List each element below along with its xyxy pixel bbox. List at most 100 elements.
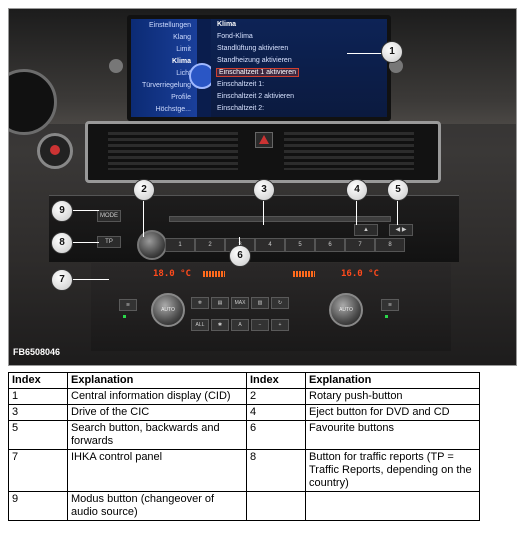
display-menu: Einstellungen Klang Limit Klima Licht Tü…	[131, 19, 197, 117]
explanation-cell: IHKA control panel	[67, 449, 247, 492]
table-header-row: Index Explanation Index Explanation	[8, 372, 480, 389]
pane-row: Einschaltzeit 2 aktivieren	[217, 93, 295, 100]
search-button-icon: ◀ ▶	[389, 224, 413, 236]
callout-2: 2	[133, 179, 155, 201]
legend-table: Index Explanation Index Explanation 1 Ce…	[8, 372, 480, 521]
rotary-push-button	[137, 230, 167, 260]
explanation-cell: Search button, backwards and forwards	[67, 420, 247, 450]
favourite-button: 2	[195, 238, 225, 252]
leader-line	[347, 53, 385, 54]
leader-line	[71, 242, 99, 243]
leader-line	[143, 197, 144, 237]
explanation-cell: Central information display (CID)	[67, 388, 247, 405]
max-button: MAX	[231, 297, 249, 309]
left-fan-bar	[203, 271, 225, 277]
table-row: 7 IHKA control panel 8 Button for traffi…	[8, 449, 480, 492]
index-cell: 7	[8, 449, 68, 492]
menu-item: Höchstge...	[155, 106, 191, 113]
display-left-cap	[109, 59, 123, 73]
menu-item: Einstellungen	[148, 22, 191, 29]
display-pane: Klima Fond-Klima Standlüftung aktivieren…	[211, 19, 387, 117]
index-cell: 2	[246, 388, 306, 405]
pane-title: Klima	[217, 21, 237, 28]
table-row: 1 Central information display (CID) 2 Ro…	[8, 388, 480, 405]
callout-3: 3	[253, 179, 275, 201]
header-explanation: Explanation	[305, 372, 480, 389]
left-temperature: 18.0 °C	[153, 269, 191, 279]
callout-8: 8	[51, 232, 73, 254]
ihka-control-panel: 18.0 °C 16.0 °C AUTO AUTO ≋ ❄ ▤ MAX ▥ ↻ …	[91, 263, 451, 351]
dashboard-photo: Einstellungen Klang Limit Klima Licht Tü…	[8, 8, 517, 366]
rear-defrost-button: ▥	[251, 297, 269, 309]
pane-row: Standlüftung aktivieren	[217, 45, 289, 52]
right-fan-bar	[293, 271, 315, 277]
pane-row: Fond-Klima	[217, 33, 253, 40]
start-stop-button-icon	[37, 133, 73, 169]
menu-item-active: Klima	[171, 58, 191, 65]
cd-drive-slot	[169, 216, 391, 222]
central-information-display: Einstellungen Klang Limit Klima Licht Tü…	[127, 15, 391, 121]
explanation-cell: Rotary push-button	[305, 388, 480, 405]
leader-line	[71, 279, 109, 280]
fan-up-button: +	[271, 319, 289, 331]
explanation-cell: Drive of the CIC	[67, 404, 247, 421]
index-cell	[246, 491, 306, 521]
header-index: Index	[246, 372, 306, 389]
photo-id-label: FB6508046	[13, 347, 61, 357]
index-cell: 6	[246, 420, 306, 450]
indicator-led	[385, 315, 388, 318]
a-c-button: A	[231, 319, 249, 331]
right-temp-dial: AUTO	[329, 293, 363, 327]
right-temperature: 16.0 °C	[341, 269, 379, 279]
index-cell: 5	[8, 420, 68, 450]
air-vent-right	[284, 132, 414, 170]
fan-down-button: −	[251, 319, 269, 331]
callout-7: 7	[51, 269, 73, 291]
table-row: 5 Search button, backwards and forwards …	[8, 420, 480, 450]
fan-button: ✱	[211, 319, 229, 331]
favourite-button: 5	[285, 238, 315, 252]
leader-line	[356, 197, 357, 225]
recirc-button: ↻	[271, 297, 289, 309]
explanation-cell: Favourite buttons	[305, 420, 480, 450]
leader-line	[71, 210, 99, 211]
indicator-led	[123, 315, 126, 318]
menu-item: Türverriegelung	[141, 82, 191, 89]
seat-heat-right-icon: ≋	[381, 299, 399, 311]
menu-item: Klang	[173, 34, 191, 41]
index-cell: 3	[8, 404, 68, 421]
air-vent-frame	[85, 121, 441, 183]
index-cell: 4	[246, 404, 306, 421]
table-row: 3 Drive of the CIC 4 Eject button for DV…	[8, 404, 480, 421]
left-temp-dial: AUTO	[151, 293, 185, 327]
pane-row-highlighted: Einschaltzeit 1 aktivieren	[215, 68, 300, 77]
callout-1: 1	[381, 41, 403, 63]
hazard-warning-icon	[255, 132, 273, 148]
index-cell: 9	[8, 491, 68, 521]
explanation-cell: Eject button for DVD and CD	[305, 404, 480, 421]
explanation-cell: Modus button (changeover of audio source…	[67, 491, 247, 521]
index-cell: 8	[246, 449, 306, 492]
callout-6: 6	[229, 245, 251, 267]
defrost-button: ▤	[211, 297, 229, 309]
callout-4: 4	[346, 179, 368, 201]
mode-button: MODE	[97, 210, 121, 222]
menu-item: Profile	[171, 94, 191, 101]
controller-ring-icon	[189, 63, 215, 89]
explanation-cell	[305, 491, 480, 521]
favourite-button: 7	[345, 238, 375, 252]
eject-button-icon: ▲	[354, 224, 378, 236]
leader-line	[263, 197, 264, 225]
pane-row: Einschaltzeit 2:	[217, 105, 265, 112]
index-cell: 1	[8, 388, 68, 405]
table-row: 9 Modus button (changeover of audio sour…	[8, 491, 480, 521]
callout-9: 9	[51, 200, 73, 222]
pane-row: Standheizung aktivieren	[217, 57, 292, 64]
all-button: ALL	[191, 319, 209, 331]
menu-item: Licht	[176, 70, 191, 77]
favourite-button: 1	[165, 238, 195, 252]
header-index: Index	[8, 372, 68, 389]
ac-button: ❄	[191, 297, 209, 309]
tp-button: TP	[97, 236, 121, 248]
air-vent-left	[108, 132, 238, 170]
